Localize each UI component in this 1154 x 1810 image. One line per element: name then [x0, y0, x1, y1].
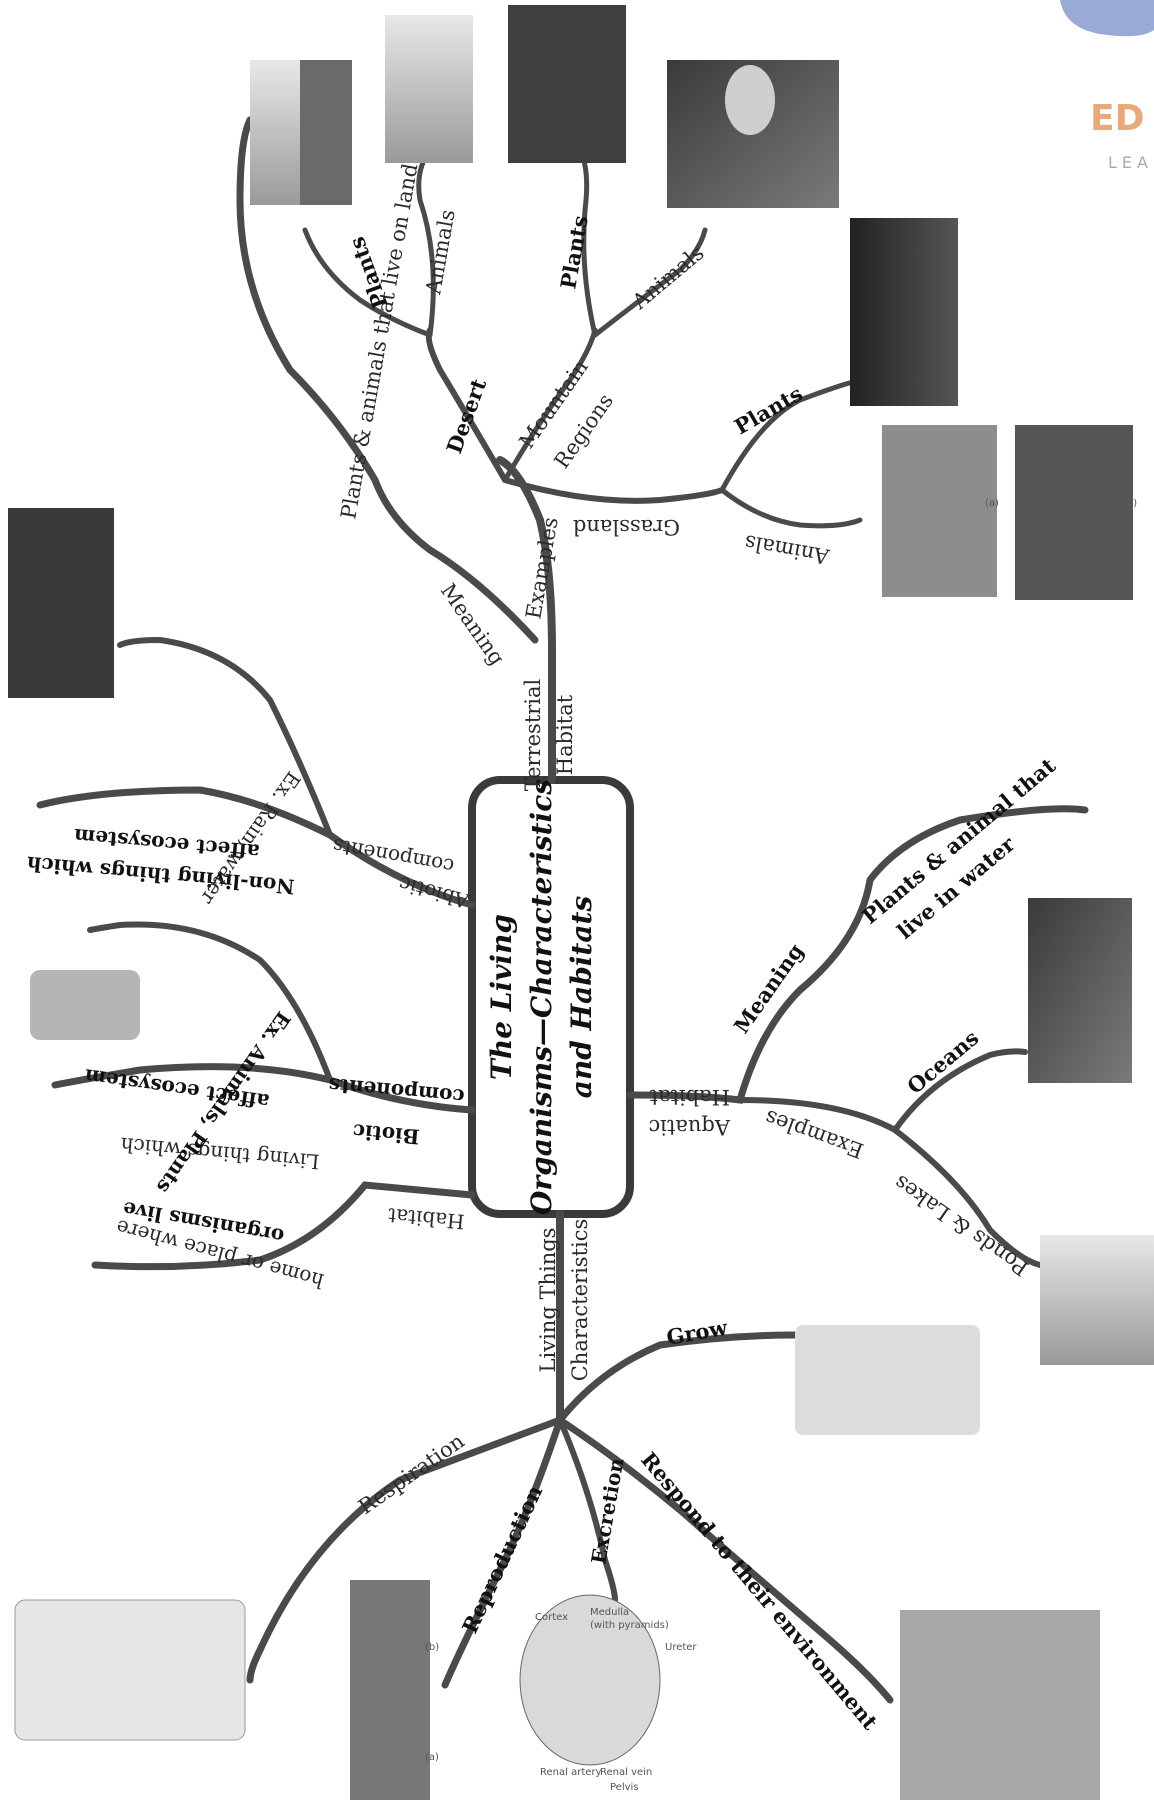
respond-branch [556, 1416, 894, 1704]
grassland-plants-photo [850, 218, 958, 406]
abiotic-photo [8, 508, 114, 698]
terrestrial-label-2: Habitat [553, 694, 577, 775]
characteristics-label-1: Living Things [536, 1228, 560, 1373]
biotic-label-2: components [328, 1073, 466, 1109]
abiotic-example-branch [117, 636, 333, 838]
center-title-line1: The Living [485, 914, 518, 1080]
kidney-pelvis: Pelvis [610, 1782, 639, 1793]
mountain-animals-label: Animals [627, 241, 709, 315]
logo-text: ED [1090, 98, 1144, 139]
characteristics-branch: Living Things Characteristics Grow Respi… [14, 1210, 1100, 1800]
reproduction-photo-a [350, 1690, 430, 1800]
mountain-plants-branch [577, 147, 598, 338]
biotic-example-branch [87, 921, 333, 1083]
biotic-label-1: Biotic [352, 1119, 421, 1149]
terrestrial-photos: (a) (b) [8, 5, 1137, 698]
grow-branch [556, 1331, 799, 1424]
respond-photo [900, 1610, 1100, 1800]
abiotic-main [36, 786, 476, 909]
reproduction-tag-a: (a) [425, 1752, 439, 1763]
kidney-medulla-1: Medulla [590, 1607, 629, 1618]
terrestrial-trunk [496, 456, 556, 784]
habitat-main [91, 1181, 476, 1271]
grassland-label: Grassland [573, 515, 680, 539]
aquatic-meaning-label: Meaning [729, 939, 809, 1038]
biotic-main [51, 1063, 476, 1114]
grassland-animals-branch [719, 487, 863, 529]
kidney-shape [519, 1594, 661, 1766]
logo-subtext: LEA [1108, 153, 1153, 172]
center-title-line2: Organisms—Characteristics [525, 779, 558, 1215]
grow-label: Grow [665, 1315, 730, 1350]
grassland-plants-branch [719, 377, 863, 493]
desert-plants-branch [302, 227, 433, 338]
mountain-plants-photo [508, 5, 626, 163]
desert-animals-photo [385, 15, 473, 163]
excretion-branch [557, 1417, 618, 1603]
grassland-animals-photo-b [1015, 425, 1133, 600]
terrestrial-label-1: Terrestrial [521, 678, 545, 791]
biotic-branch: Biotic components Living things which af… [30, 921, 476, 1198]
center-title-line3: and Habitats [565, 896, 598, 1099]
respiration-label: Respiration [354, 1429, 469, 1519]
aquatic-meaning-branch [626, 805, 1089, 1104]
desert-animals-branch [416, 147, 436, 338]
aquatic-label-2: Habitat [649, 1085, 730, 1109]
habitat-label: Habitat [387, 1203, 465, 1234]
kidney-ureter: Ureter [665, 1642, 697, 1653]
grassland-animals-photo-a [882, 425, 997, 597]
mountain-branch [502, 327, 598, 483]
examples-branch [425, 327, 508, 483]
reproduction-tag-b: (b) [425, 1642, 439, 1653]
reproduction-branch [441, 1416, 564, 1689]
oceans-photo [1028, 898, 1132, 1083]
ponds-photo [1040, 1235, 1154, 1365]
meaning-text: Plants & animals that live on land [336, 162, 422, 521]
biotic-text-1: Living things which [119, 1133, 320, 1174]
reproduction-photo-b [350, 1580, 430, 1690]
mountain-animal-shape [725, 65, 775, 135]
characteristics-label-2: Characteristics [568, 1219, 592, 1382]
grow-photo [795, 1325, 980, 1435]
photo-tag-a: (a) [985, 498, 999, 509]
respiration-photo [14, 1599, 246, 1741]
grassland-animals-label: Animals [743, 530, 832, 569]
abiotic-label-1: Abiotic [396, 872, 472, 914]
kidney-artery: Renal artery [540, 1767, 601, 1778]
center-node: The Living Organisms—Characteristics and… [468, 776, 634, 1218]
aquatic-label-1: Aquatic [648, 1115, 731, 1139]
aquatic-branch: Aquatic Habitat Meaning Plants & animal … [626, 753, 1154, 1365]
respiration-branch [246, 1416, 564, 1684]
mountain-animals-branch [592, 227, 708, 338]
meaning-label: Meaning [436, 579, 509, 669]
examples-label: Examples [521, 515, 563, 621]
habitat-branch: Habitat home or place where organisms li… [91, 1181, 476, 1293]
meaning-branch [236, 116, 539, 644]
aquatic-ponds-branch [892, 1127, 1043, 1268]
grassland-branch [502, 477, 725, 504]
plant-pot-photo [30, 970, 140, 1040]
logo: ED LEA [1060, 0, 1154, 172]
desert-plants-photo-ground [300, 60, 352, 205]
respond-label: Respond to their environment [636, 1447, 883, 1734]
kidney-cortex: Cortex [535, 1612, 568, 1623]
aquatic-oceans-branch [737, 1048, 1028, 1134]
kidney-vein: Renal vein [600, 1767, 652, 1778]
reproduction-label: Reproduction [457, 1481, 547, 1637]
kidney-medulla-2: (with pyramids) [590, 1620, 669, 1631]
grassland-plants-label: Plants [730, 381, 807, 440]
logo-blob-shape [1060, 0, 1154, 37]
photo-tag-b: (b) [1123, 498, 1137, 509]
kidney-diagram: Cortex Medulla (with pyramids) Ureter Re… [519, 1594, 697, 1793]
terrestrial-branch: Terrestrial Habitat Meaning Plants & ani… [236, 116, 863, 791]
